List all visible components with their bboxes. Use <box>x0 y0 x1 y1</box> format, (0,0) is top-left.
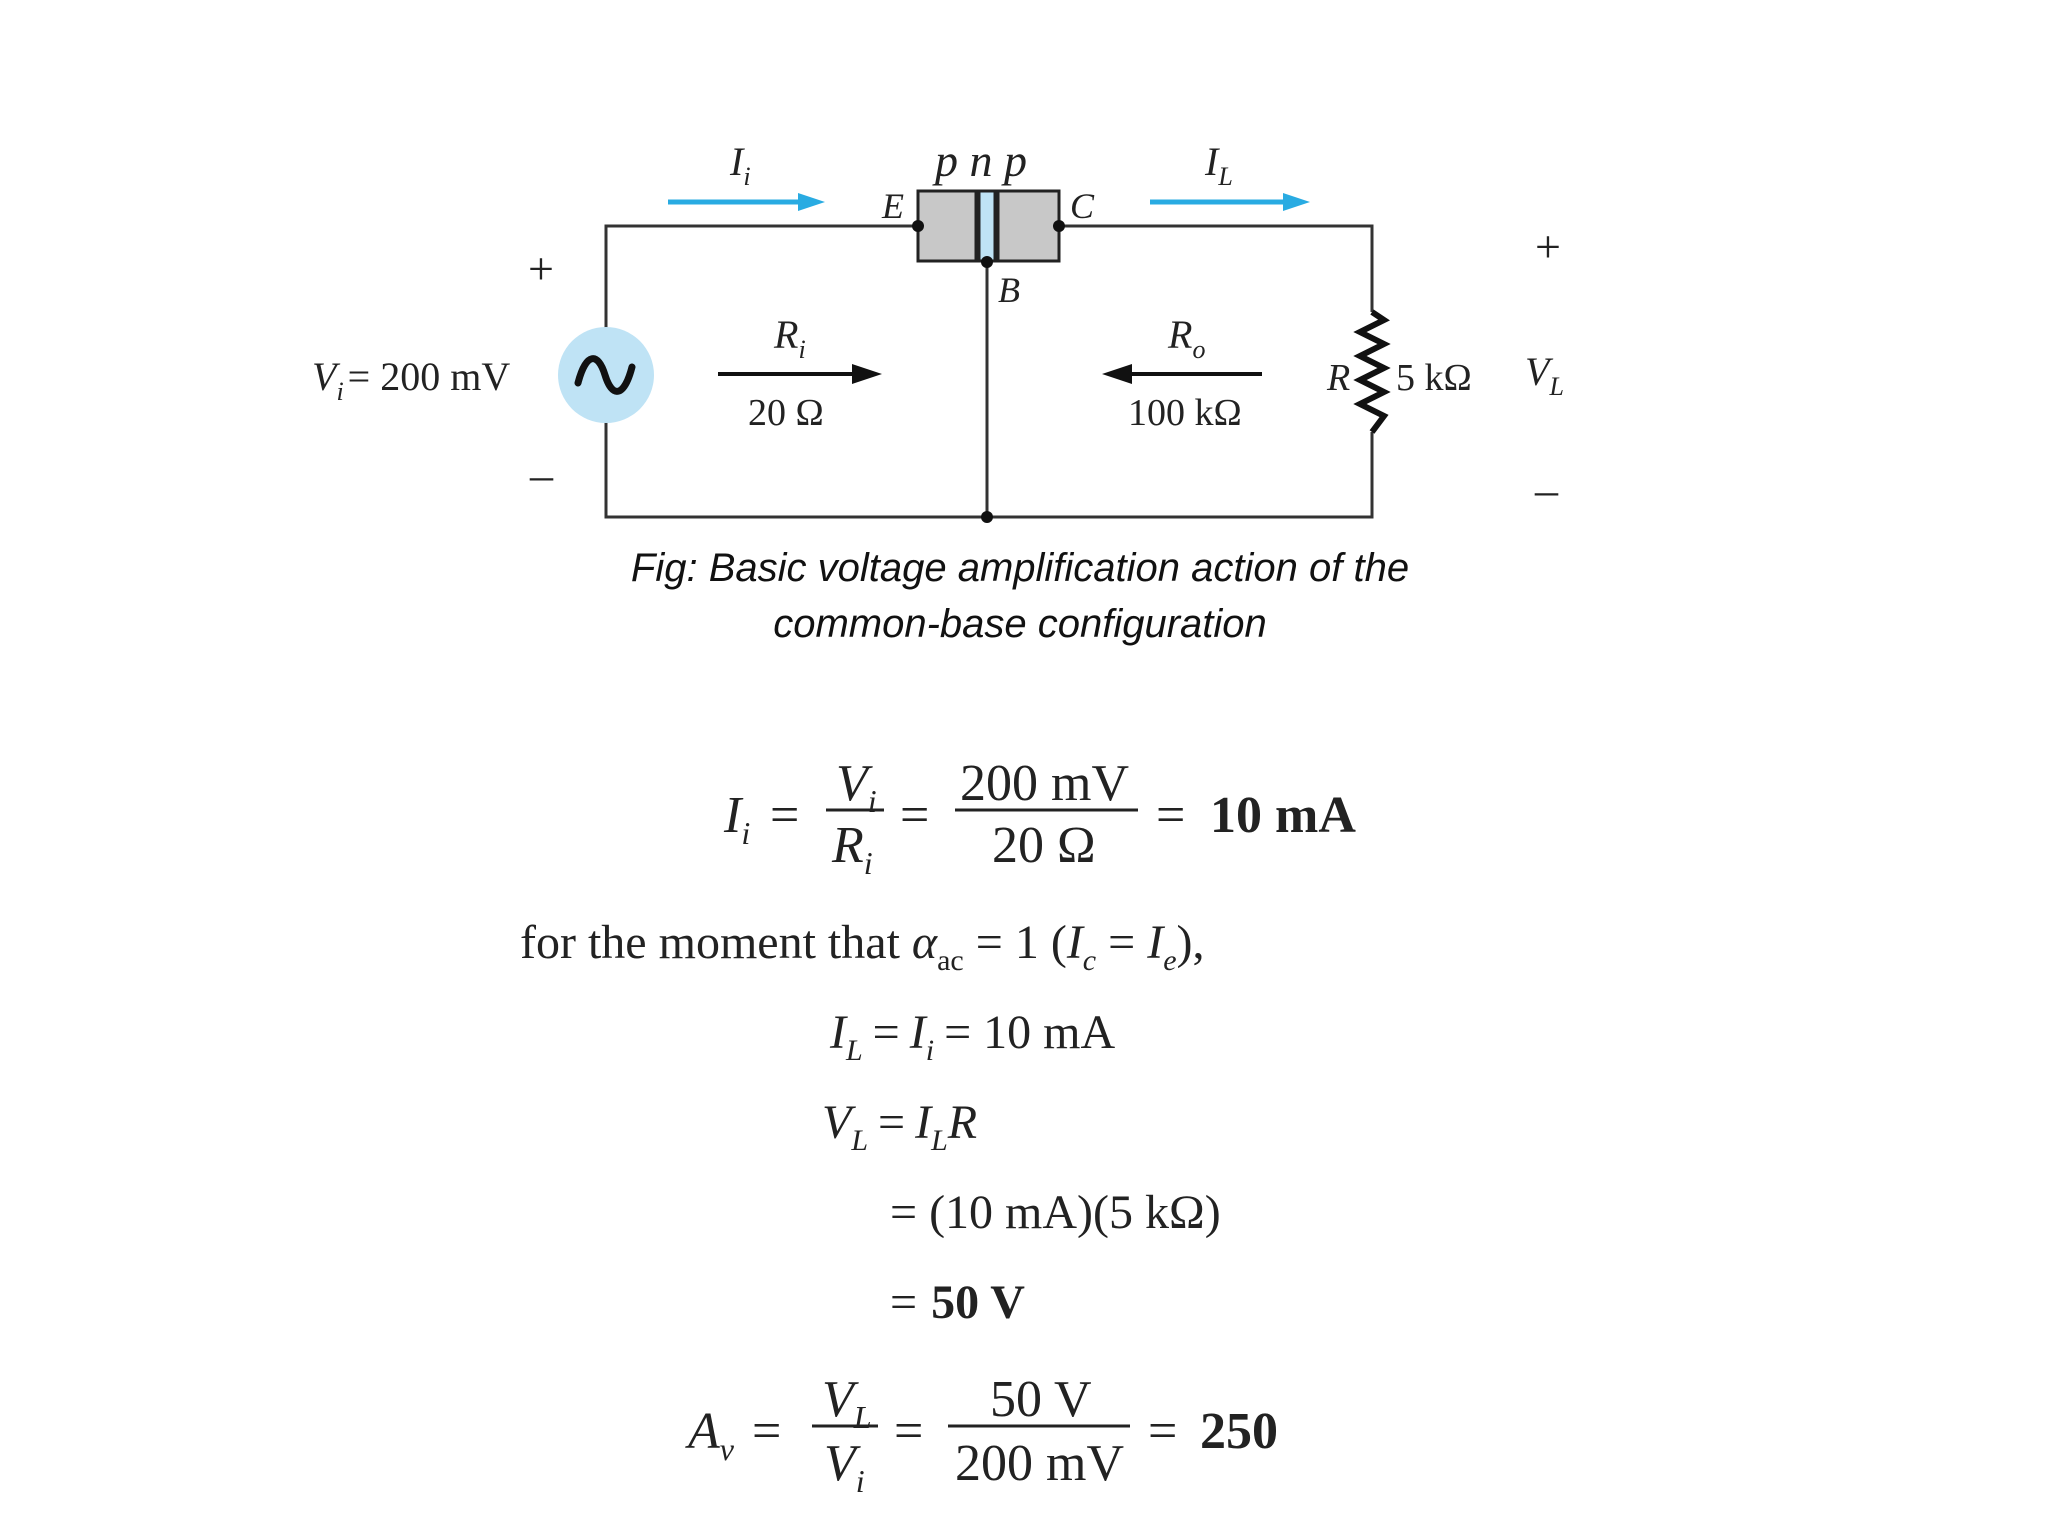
equation-substitution: = (10 mA)(5 kΩ) <box>890 1186 1221 1239</box>
output-resistance-value: 100 kΩ <box>1128 392 1242 434</box>
wire-top-left <box>604 224 918 373</box>
source-label: Vi= 200 mV <box>312 354 510 406</box>
equation-load-current: IL=Ii= 10 mA <box>829 1006 1115 1067</box>
circuit-wires <box>604 224 1374 519</box>
load-plus: + <box>1535 221 1561 272</box>
load-voltage-label: VL <box>1525 349 1564 401</box>
sine-wave-icon <box>574 355 636 395</box>
input-current-label: Ii <box>729 139 751 191</box>
output-resistance-label: Ro <box>1167 312 1205 364</box>
svg-text:200 mV: 200 mV <box>955 1435 1124 1492</box>
ac-source <box>558 327 654 423</box>
caption-line-1: Fig: Basic voltage amplification action … <box>630 546 1410 590</box>
equation-load-voltage: VL=ILR <box>822 1096 977 1157</box>
svg-text:=: = <box>1148 1403 1177 1460</box>
wire-top-right <box>1059 224 1374 312</box>
svg-text:Ii: Ii <box>723 787 750 851</box>
current-arrows <box>668 193 1310 211</box>
load-resistor-label: R <box>1326 357 1350 399</box>
base-block <box>977 189 997 263</box>
load-resistor-icon <box>1353 309 1391 434</box>
equation-input-current: Ii = Vi Ri = 200 mV 20 Ω = 10 mA <box>723 755 1356 881</box>
load-minus: – <box>1534 464 1559 515</box>
svg-text:Vi: Vi <box>836 755 877 819</box>
svg-text:Vi: Vi <box>824 1435 865 1499</box>
svg-text:50 V: 50 V <box>990 1371 1092 1428</box>
base-label: B <box>998 270 1020 310</box>
bottom-node <box>981 511 993 523</box>
collector-label: C <box>1070 186 1095 226</box>
svg-text:=: = <box>1156 787 1185 844</box>
caption-line-2: common-base configuration <box>773 602 1267 646</box>
emitter-block <box>916 189 978 263</box>
input-resistance-label: Ri <box>773 312 806 364</box>
load-resistor-value: 5 kΩ <box>1396 357 1472 399</box>
input-current-arrowhead <box>798 193 825 211</box>
pnp-label: p n p <box>932 135 1027 186</box>
emitter-label: E <box>881 186 904 226</box>
load-current-label: IL <box>1204 139 1233 191</box>
load-current-arrowhead <box>1283 193 1310 211</box>
source-plus: + <box>528 243 554 294</box>
collector-node <box>1053 220 1065 232</box>
source-minus: – <box>529 449 554 500</box>
wire-bottom-right <box>987 432 1374 519</box>
pnp-transistor <box>912 189 1065 523</box>
circuit-labels: p n p E C B Ii IL + – Vi= 200 mV Ri 20 Ω… <box>312 135 1564 515</box>
svg-text:Ri: Ri <box>831 817 873 881</box>
figure-caption: Fig: Basic voltage amplification action … <box>520 540 1520 652</box>
input-resistance-value: 20 Ω <box>748 392 824 434</box>
alpha-condition-text: for the moment that αac = 1 (Ic = Ie), <box>520 916 1205 977</box>
output-resistance-arrowhead <box>1102 364 1132 384</box>
svg-text:=: = <box>900 787 929 844</box>
equations: Ii = Vi Ri = 200 mV 20 Ω = 10 mA for the… <box>520 755 1356 1499</box>
svg-text:=: = <box>752 1403 781 1460</box>
svg-text:20 Ω: 20 Ω <box>992 817 1096 874</box>
svg-text:=: = <box>894 1403 923 1460</box>
equation-load-voltage-result: =50 V <box>890 1276 1025 1329</box>
base-node <box>981 256 993 268</box>
svg-text:10 mA: 10 mA <box>1210 787 1356 844</box>
equation-voltage-gain: Av = VL Vi = 50 V 200 mV = 250 <box>685 1371 1278 1499</box>
svg-text:=: = <box>770 787 799 844</box>
input-resistance-arrowhead <box>852 364 882 384</box>
svg-text:200 mV: 200 mV <box>960 755 1129 812</box>
wire-bottom-left <box>604 403 987 519</box>
emitter-node <box>912 220 924 232</box>
collector-block <box>996 189 1061 263</box>
svg-text:250: 250 <box>1200 1403 1278 1460</box>
svg-text:Av: Av <box>685 1403 735 1467</box>
resistance-arrows <box>718 364 1262 384</box>
